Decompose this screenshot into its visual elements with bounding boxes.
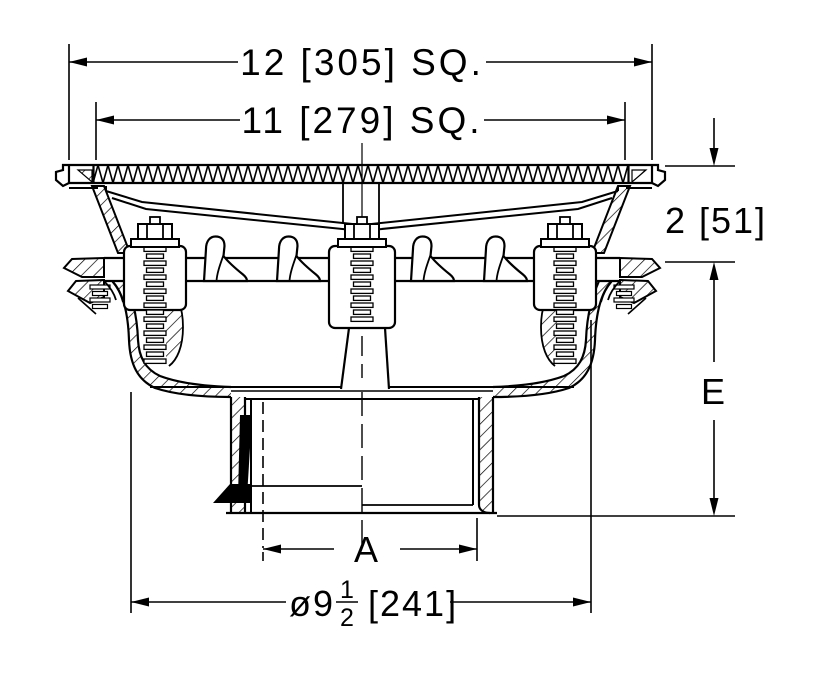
- dim-flange-diameter-metric: [241]: [368, 583, 458, 624]
- frame-lip-left-hatch: [76, 169, 93, 184]
- grate-section: [54, 163, 667, 188]
- dim-outlet: [262, 518, 478, 561]
- flange-gussets: [202, 235, 529, 283]
- dim-depth-label: E: [701, 371, 727, 412]
- dim-grate-square-label: 11 [279] SQ.: [242, 100, 483, 141]
- center-stem: [339, 327, 391, 548]
- flange-tip-right: [613, 256, 662, 315]
- dim-flange-diameter-prefix: ø9: [289, 583, 335, 624]
- dim-outer-square: [68, 44, 653, 160]
- bolt-right: [532, 216, 598, 365]
- dim-depth: [497, 262, 735, 517]
- flange-tip-left: [62, 256, 111, 315]
- dim-flange-diameter-numerator: 1: [340, 576, 354, 604]
- caulk-gasket: [213, 415, 252, 503]
- dim-outlet-label: A: [354, 529, 380, 570]
- bolt-center: [327, 216, 397, 330]
- dim-grate-square: [95, 102, 626, 160]
- dim-collar-height: [665, 118, 735, 263]
- frame-lip-right-hatch: [631, 169, 648, 184]
- dim-flange-diameter: [130, 320, 592, 613]
- dim-flange-diameter-denominator: 2: [340, 604, 354, 632]
- dim-collar-height-label: 2 [51]: [665, 200, 767, 241]
- bolt-left: [122, 216, 188, 365]
- dim-outer-square-label: 12 [305] SQ.: [240, 42, 484, 83]
- outlet-wall-right: [477, 397, 495, 515]
